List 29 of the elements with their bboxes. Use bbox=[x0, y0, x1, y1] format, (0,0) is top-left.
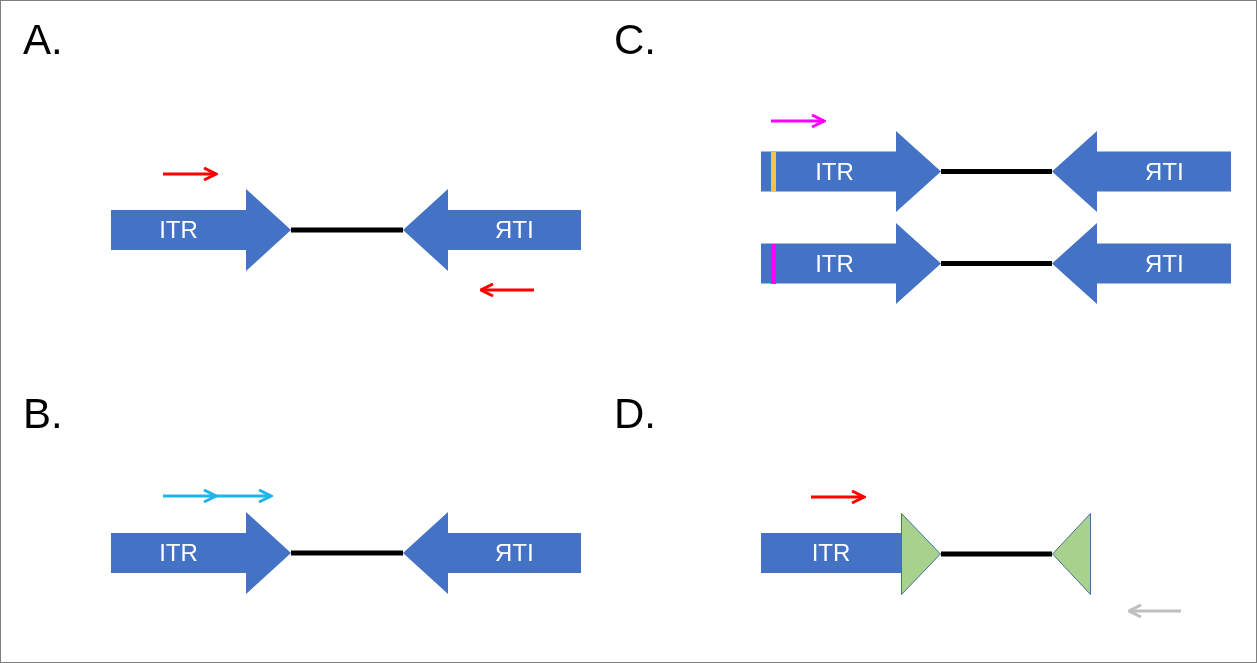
connector-line bbox=[941, 261, 1052, 266]
itr-label: ITR bbox=[815, 251, 854, 276]
panel-label: C. bbox=[614, 19, 656, 61]
itr-label: ITR bbox=[495, 541, 534, 565]
itr-label: ITR bbox=[159, 541, 198, 565]
triangle-shape bbox=[901, 513, 941, 595]
connector-line bbox=[941, 551, 1052, 557]
itr-label: ITR bbox=[815, 159, 854, 184]
itr-arrow bbox=[1052, 223, 1231, 304]
itr-label: ITR bbox=[1144, 251, 1184, 276]
triangle-shape bbox=[1052, 513, 1091, 595]
itr-arrow bbox=[111, 512, 291, 594]
itr-arrow bbox=[761, 223, 941, 304]
itr-label: ITR bbox=[1144, 159, 1184, 184]
itr-box bbox=[761, 533, 901, 573]
itr-arrow bbox=[403, 512, 581, 594]
connector-line bbox=[941, 169, 1052, 174]
itr-arrow bbox=[111, 189, 291, 271]
itr-arrow bbox=[1052, 131, 1231, 212]
panel-label: B. bbox=[23, 393, 63, 435]
itr-label: ITR bbox=[495, 218, 534, 242]
itr-arrow bbox=[761, 131, 941, 212]
itr-label: ITR bbox=[811, 541, 851, 565]
connector-line bbox=[291, 227, 403, 233]
panel-label: A. bbox=[23, 19, 63, 61]
itr-arrow bbox=[403, 189, 581, 271]
panel-label: D. bbox=[614, 393, 656, 435]
connector-line bbox=[291, 550, 403, 556]
itr-label: ITR bbox=[159, 218, 198, 242]
